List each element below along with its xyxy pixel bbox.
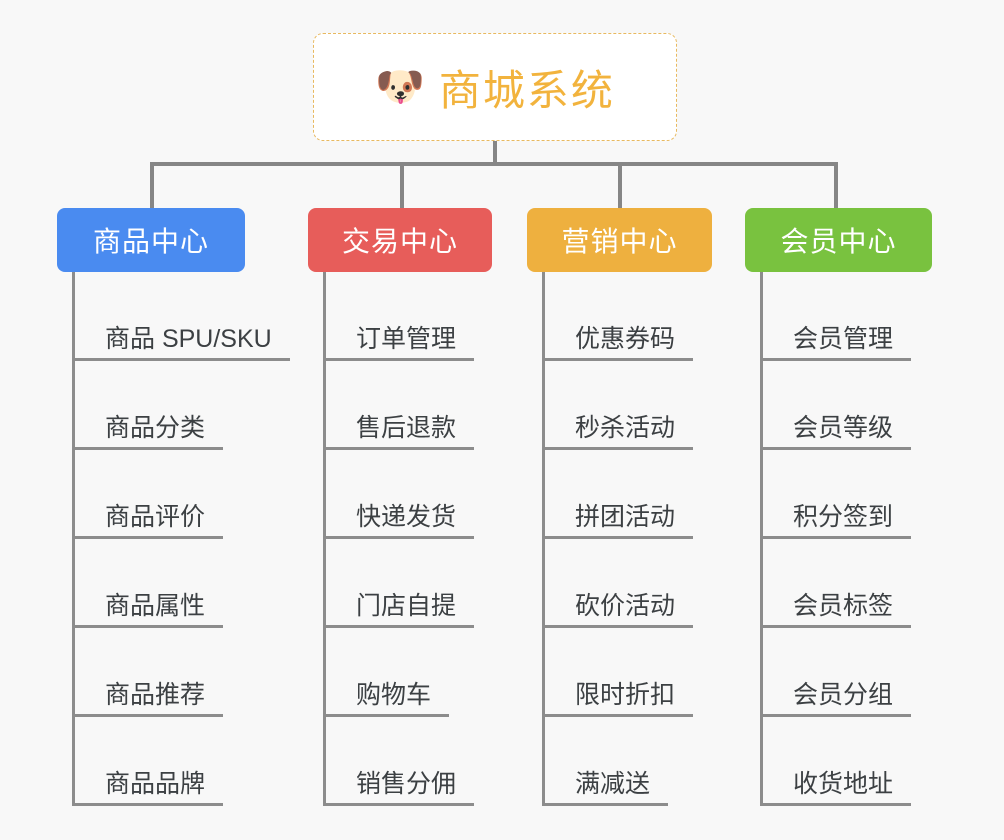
leaf-underline: [75, 803, 223, 806]
leaf-label: 会员分组: [793, 681, 894, 709]
branch-column-3: 营销中心 优惠券码 秒杀活动 拼团活动 砍价活动 限时折扣: [527, 208, 712, 806]
leaf-underline: [545, 803, 668, 806]
branch-column-4: 会员中心 会员管理 会员等级 积分签到 会员标签 会员分组: [745, 208, 932, 806]
leaf-label: 收货地址: [793, 770, 894, 798]
leaf-underline: [75, 358, 290, 361]
category-header-3[interactable]: 营销中心: [527, 208, 712, 272]
category-header-1[interactable]: 商品中心: [57, 208, 245, 272]
branch-column-1: 商品中心 商品 SPU/SKU 商品分类 商品评价 商品属性 商品推荐: [57, 208, 290, 806]
list-item[interactable]: 优惠券码: [545, 272, 712, 361]
list-item[interactable]: 售后退款: [326, 361, 492, 450]
leaf-label: 商品品牌: [105, 770, 206, 798]
category-label-4: 会员中心: [780, 226, 897, 257]
leaf-label: 购物车: [356, 681, 432, 709]
leaf-underline: [763, 625, 911, 628]
leaf-label: 秒杀活动: [575, 414, 676, 442]
leaf-underline: [75, 447, 223, 450]
connector-drop-3: [618, 162, 622, 208]
list-item[interactable]: 商品属性: [75, 539, 245, 628]
list-item[interactable]: 商品推荐: [75, 628, 245, 717]
leaf-underline: [763, 358, 911, 361]
leaf-underline: [763, 536, 911, 539]
leaf-label: 商品推荐: [105, 681, 206, 709]
leaf-underline: [545, 536, 693, 539]
list-item[interactable]: 限时折扣: [545, 628, 712, 717]
leaf-underline: [326, 447, 474, 450]
leaf-list-4: 会员管理 会员等级 积分签到 会员标签 会员分组 收货地址: [760, 272, 932, 806]
category-header-2[interactable]: 交易中心: [308, 208, 492, 272]
list-item[interactable]: 订单管理: [326, 272, 492, 361]
list-item[interactable]: 拼团活动: [545, 450, 712, 539]
list-item[interactable]: 商品评价: [75, 450, 245, 539]
leaf-underline: [326, 536, 474, 539]
leaf-label: 拼团活动: [575, 503, 676, 531]
leaf-label: 会员标签: [793, 592, 894, 620]
list-item[interactable]: 销售分佣: [326, 717, 492, 806]
leaf-label: 限时折扣: [575, 681, 676, 709]
leaf-underline: [763, 447, 911, 450]
leaf-underline: [545, 358, 693, 361]
root-node[interactable]: 🐶 商城系统: [313, 33, 677, 141]
leaf-label: 商品属性: [105, 592, 206, 620]
leaf-label: 满减送: [575, 770, 651, 798]
leaf-label: 售后退款: [356, 414, 457, 442]
list-item[interactable]: 商品分类: [75, 361, 245, 450]
list-item[interactable]: 收货地址: [763, 717, 932, 806]
leaf-label: 会员管理: [793, 325, 894, 353]
leaf-list-3: 优惠券码 秒杀活动 拼团活动 砍价活动 限时折扣 满减送: [542, 272, 712, 806]
list-item[interactable]: 会员等级: [763, 361, 932, 450]
leaf-label: 砍价活动: [575, 592, 676, 620]
leaf-underline: [326, 714, 449, 717]
connector-drop-4: [834, 162, 838, 208]
leaf-label: 积分签到: [793, 503, 894, 531]
connector-drop-1: [150, 162, 154, 208]
leaf-underline: [545, 625, 693, 628]
connector-drop-2: [400, 162, 404, 208]
leaf-underline: [545, 714, 693, 717]
leaf-label: 商品评价: [105, 503, 206, 531]
list-item[interactable]: 商品 SPU/SKU: [75, 272, 290, 361]
branch-column-2: 交易中心 订单管理 售后退款 快递发货 门店自提 购物车: [308, 208, 492, 806]
connector-horizontal-bus: [150, 162, 838, 166]
leaf-label: 快递发货: [356, 503, 457, 531]
list-item[interactable]: 满减送: [545, 717, 712, 806]
list-item[interactable]: 商品品牌: [75, 717, 245, 806]
leaf-label: 商品分类: [105, 414, 206, 442]
list-item[interactable]: 门店自提: [326, 539, 492, 628]
leaf-label: 销售分佣: [356, 770, 457, 798]
leaf-underline: [545, 447, 693, 450]
list-item[interactable]: 秒杀活动: [545, 361, 712, 450]
list-item[interactable]: 砍价活动: [545, 539, 712, 628]
category-header-4[interactable]: 会员中心: [745, 208, 932, 272]
leaf-label: 会员等级: [793, 414, 894, 442]
list-item[interactable]: 会员标签: [763, 539, 932, 628]
leaf-label: 优惠券码: [575, 325, 676, 353]
leaf-list-1: 商品 SPU/SKU 商品分类 商品评价 商品属性 商品推荐 商品品牌: [72, 272, 290, 806]
leaf-underline: [75, 714, 223, 717]
leaf-underline: [75, 625, 223, 628]
root-title: 商城系统: [438, 66, 615, 114]
category-label-2: 交易中心: [341, 226, 458, 257]
list-item[interactable]: 积分签到: [763, 450, 932, 539]
shiba-dog-icon: 🐶: [375, 65, 425, 109]
leaf-underline: [326, 803, 474, 806]
category-label-1: 商品中心: [92, 226, 209, 257]
list-item[interactable]: 会员分组: [763, 628, 932, 717]
leaf-underline: [763, 803, 911, 806]
leaf-underline: [326, 358, 474, 361]
leaf-list-2: 订单管理 售后退款 快递发货 门店自提 购物车 销售分佣: [323, 272, 492, 806]
list-item[interactable]: 快递发货: [326, 450, 492, 539]
leaf-underline: [763, 714, 911, 717]
connector-root-stem: [493, 141, 497, 164]
leaf-label: 订单管理: [356, 325, 457, 353]
leaf-label: 商品 SPU/SKU: [105, 325, 272, 353]
leaf-underline: [75, 536, 223, 539]
category-label-3: 营销中心: [561, 226, 678, 257]
leaf-label: 门店自提: [356, 592, 457, 620]
list-item[interactable]: 会员管理: [763, 272, 932, 361]
leaf-underline: [326, 625, 474, 628]
list-item[interactable]: 购物车: [326, 628, 492, 717]
